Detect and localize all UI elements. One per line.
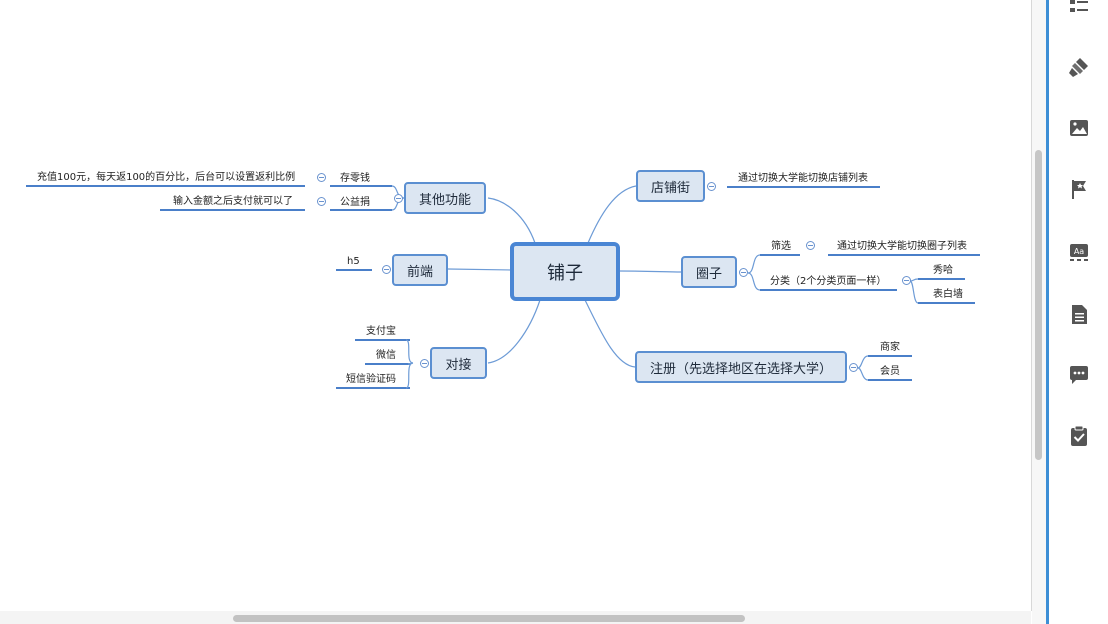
root-node[interactable]: 铺子 [510,242,620,301]
leaf-filter[interactable]: 筛选 [771,241,791,252]
marker-flag-icon [1072,180,1086,199]
leaf-save-detail[interactable]: 充值100元，每天返100的百分比，后台可以设置返利比例 [37,172,296,183]
horizontal-scrollbar-thumb[interactable] [233,615,745,622]
image-button[interactable] [1066,115,1092,141]
connector-register [584,299,636,368]
connector-frontend [447,268,513,271]
vertical-scrollbar-thumb[interactable] [1035,150,1042,460]
leaf-alipay[interactable]: 支付宝 [366,326,396,337]
branch-integration[interactable]: 对接 [430,347,487,379]
comment-button[interactable] [1066,362,1092,388]
connector-other [487,197,536,244]
collapse-toggle-circle[interactable] [739,268,748,277]
comment-icon [1070,366,1088,384]
leaf-wall[interactable]: 表白墙 [933,289,963,300]
leaf-wechat[interactable]: 微信 [376,350,396,361]
branch-integration-label: 对接 [445,357,472,373]
leaf-member[interactable]: 会员 [880,366,900,377]
task-icon [1071,425,1087,446]
image-icon [1070,120,1088,136]
leaf-filter-detail[interactable]: 通过切换大学能切换圈子列表 [837,241,967,252]
leaf-save[interactable]: 存零钱 [340,173,370,184]
leaf-show[interactable]: 秀哈 [933,265,953,276]
branch-frontend[interactable]: 前端 [392,254,448,286]
branch-register-label: 注册（先选择地区在选择大学） [649,361,832,377]
leaf-shopstreet-detail[interactable]: 通过切换大学能切换店铺列表 [738,173,868,184]
text-style-button[interactable]: Aa [1066,240,1092,266]
leaf-sms[interactable]: 短信验证码 [346,374,396,385]
marker-button[interactable] [1066,176,1092,202]
leaf-merchant[interactable]: 商家 [880,342,900,353]
leaf-h5[interactable]: h5 [347,256,360,267]
connector-integration [487,299,541,364]
canvas-border [1031,0,1032,611]
connector-shopstreet [587,185,637,244]
collapse-toggle-donate[interactable] [317,197,326,206]
notes-icon [1072,305,1087,324]
branch-register[interactable]: 注册（先选择地区在选择大学） [635,351,847,383]
branch-other-label: 其他功能 [418,192,471,208]
branch-other[interactable]: 其他功能 [404,182,486,214]
format-brush-icon [1069,58,1088,77]
collapse-toggle-frontend[interactable] [382,265,391,274]
side-panel-accent [1046,0,1049,624]
leaf-donate[interactable]: 公益捐 [340,197,370,208]
mindmap-connections [26,185,980,389]
connector-circle [618,270,682,273]
outline-icon [1070,0,1088,12]
leaf-donate-detail[interactable]: 输入金额之后支付就可以了 [173,196,293,207]
branch-shopstreet[interactable]: 店铺街 [636,170,705,202]
collapse-toggle-shopstreet[interactable] [707,182,716,191]
root-label: 铺子 [547,262,583,284]
collapse-toggle-category[interactable] [902,276,911,285]
branch-shopstreet-label: 店铺街 [650,180,690,196]
collapse-toggle-other[interactable] [394,194,403,203]
svg-text:Aa: Aa [1074,247,1084,256]
collapse-toggle-register[interactable] [849,363,858,372]
collapse-toggle-integration[interactable] [420,359,429,368]
outline-button[interactable] [1066,0,1092,20]
text-style-icon: Aa [1070,244,1088,261]
notes-button[interactable] [1066,301,1092,327]
task-button[interactable] [1066,423,1092,449]
branch-circle-label: 圈子 [695,266,722,282]
collapse-toggle-save[interactable] [317,173,326,182]
branch-circle[interactable]: 圈子 [681,256,737,288]
leaf-category[interactable]: 分类（2个分类页面一样） [770,276,887,287]
mindmap-canvas[interactable] [0,0,1031,611]
collapse-toggle-filter[interactable] [806,241,815,250]
branch-frontend-label: 前端 [406,264,433,280]
format-button[interactable] [1066,54,1092,80]
